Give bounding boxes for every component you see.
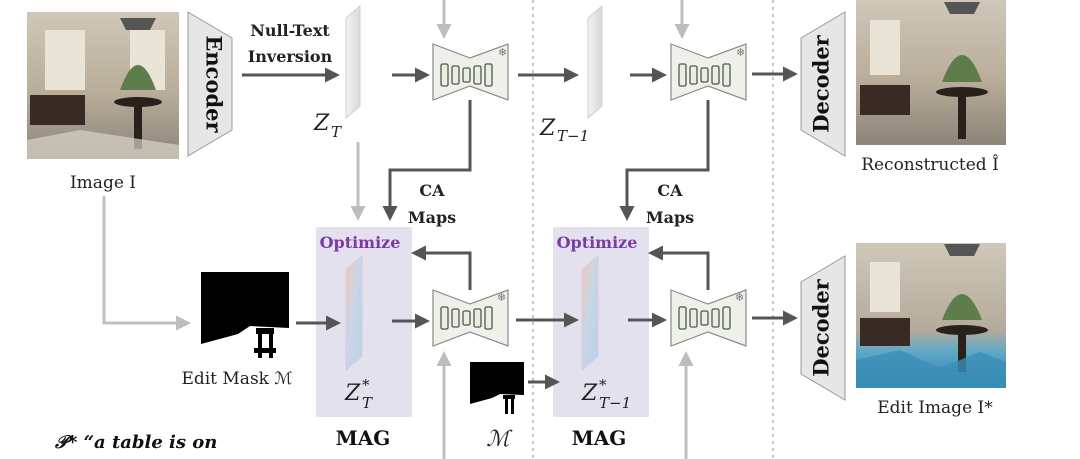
- decoder-bottom: Decoder: [800, 255, 846, 401]
- snowflake-icon: ❄: [498, 46, 507, 59]
- unet-top-1: ❄: [432, 43, 509, 101]
- svg-text:T: T: [331, 123, 342, 141]
- mask-symbol-label: ℳ: [486, 427, 513, 452]
- snowflake-icon: ❄: [736, 46, 745, 59]
- input-image: [27, 12, 179, 159]
- zt-label: Z T: [313, 111, 342, 141]
- svg-text:Z: Z: [581, 381, 598, 406]
- svg-text:*: *: [599, 376, 607, 394]
- optimize-label-2: Optimize: [557, 233, 638, 252]
- arrow-image-to-mask: [102, 196, 191, 331]
- svg-text:*: *: [362, 376, 370, 394]
- ca-label-2b: Maps: [646, 208, 694, 227]
- small-mask-image: [470, 362, 524, 416]
- svg-text:Z: Z: [344, 381, 361, 406]
- edit-mask-image: [201, 272, 289, 360]
- svg-text:Z: Z: [313, 111, 330, 136]
- edit-image-label: Edit Image I*: [877, 398, 993, 418]
- zt1-star-label: Z * T−1: [581, 376, 631, 412]
- latent-zt1-star: [581, 254, 599, 372]
- unet-bottom-1: ❄: [432, 289, 509, 347]
- snowflake-icon: ❄: [497, 291, 506, 304]
- ca-arrow-1: [382, 100, 472, 221]
- ca-arrow-2: [619, 100, 710, 221]
- decoder-top: Decoder: [800, 11, 846, 157]
- edit-image: [856, 243, 1006, 388]
- encoder-label: Encoder: [202, 35, 227, 133]
- reconstructed-image: [856, 0, 1006, 145]
- unet-top-2: ❄: [670, 43, 747, 101]
- ca-label-2a: CA: [657, 181, 683, 200]
- mag-label-2: MAG: [572, 426, 627, 450]
- unet-bottom-2: ❄: [670, 289, 747, 347]
- encoder-block: Encoder: [187, 11, 233, 157]
- feedback-arrow-2: [648, 245, 710, 290]
- null-text-label-1: Null-Text: [250, 21, 330, 40]
- image-label: Image I: [70, 173, 136, 193]
- optimize-label-1: Optimize: [320, 233, 401, 252]
- reconstructed-label: Reconstructed Î: [861, 154, 999, 175]
- zt1-label: Z T−1: [539, 116, 589, 145]
- snowflake-icon: ❄: [735, 291, 744, 304]
- ca-label-1a: CA: [419, 181, 445, 200]
- null-text-label-2: Inversion: [248, 47, 333, 66]
- feedback-arrow-1: [411, 245, 472, 290]
- zt-star-label: Z * T: [344, 376, 373, 412]
- svg-text:Z: Z: [539, 116, 556, 141]
- ca-label-1b: Maps: [408, 208, 456, 227]
- latent-zt: [345, 4, 361, 120]
- mag-label-1: MAG: [336, 426, 391, 450]
- edit-mask-label: Edit Mask ℳ: [181, 369, 292, 389]
- svg-text:T−1: T−1: [599, 394, 631, 412]
- latent-zt-star: [345, 254, 363, 372]
- decoder-label-top: Decoder: [809, 34, 834, 132]
- prompt-text: 𝒫* “a table is on: [54, 432, 217, 453]
- decoder-label-bottom: Decoder: [809, 278, 834, 376]
- svg-text:T: T: [362, 394, 373, 412]
- svg-text:T−1: T−1: [557, 127, 589, 145]
- latent-zt1: [587, 4, 603, 120]
